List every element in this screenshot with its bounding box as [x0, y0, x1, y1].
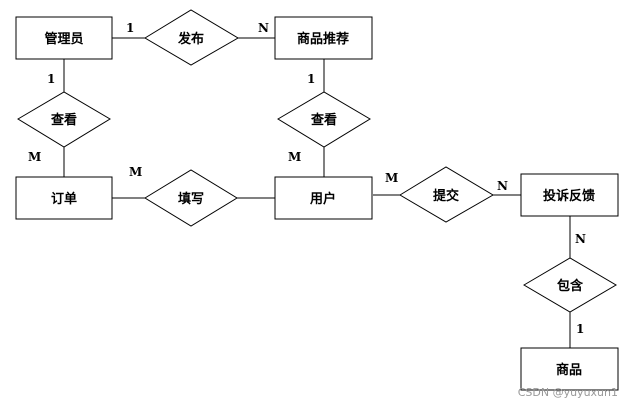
cardinality-contain-product: 1: [576, 322, 584, 336]
cardinality-submit-feedback: N: [497, 179, 508, 193]
relationship-submit[interactable]: 提交: [399, 166, 494, 223]
relationship-view-recommend-label: 查看: [310, 112, 337, 128]
entity-product[interactable]: 商品: [520, 347, 619, 391]
entity-order[interactable]: 订单: [15, 176, 113, 220]
cardinality-feedback-contain: N: [575, 232, 586, 246]
relationship-submit-label: 提交: [433, 188, 459, 204]
cardinality-view-user: M: [288, 150, 301, 164]
watermark: CSDN @yuyuxun1: [517, 386, 618, 399]
entity-feedback-label: 投诉反馈: [543, 188, 595, 204]
cardinality-admin-view: 1: [47, 72, 55, 86]
cardinality-user-submit: M: [385, 171, 398, 185]
entity-recommend[interactable]: 商品推荐: [274, 16, 373, 60]
cardinality-recommend-view: 1: [307, 72, 315, 86]
relationship-view-order[interactable]: 查看: [17, 91, 111, 148]
cardinality-publish-recommend: N: [258, 21, 269, 35]
entity-admin-label: 管理员: [44, 31, 83, 47]
entity-admin[interactable]: 管理员: [15, 16, 113, 60]
relationship-view-recommend[interactable]: 查看: [277, 91, 371, 148]
entity-feedback[interactable]: 投诉反馈: [520, 173, 619, 217]
cardinality-order-fill: M: [129, 165, 142, 179]
relationship-contain[interactable]: 包含: [523, 257, 617, 313]
relationship-fill[interactable]: 填写: [144, 169, 238, 227]
cardinality-view-order: M: [28, 150, 41, 164]
entity-order-label: 订单: [51, 191, 77, 207]
relationship-publish-label: 发布: [177, 31, 204, 47]
relationship-view-order-label: 查看: [50, 112, 77, 128]
entity-user[interactable]: 用户: [274, 176, 373, 220]
relationship-fill-label: 填写: [178, 191, 204, 207]
cardinality-admin-publish: 1: [126, 21, 134, 35]
entity-recommend-label: 商品推荐: [297, 31, 349, 47]
entity-product-label: 商品: [556, 362, 582, 378]
relationship-contain-label: 包含: [557, 278, 584, 294]
entity-user-label: 用户: [309, 191, 336, 207]
relationship-publish[interactable]: 发布: [144, 9, 239, 66]
